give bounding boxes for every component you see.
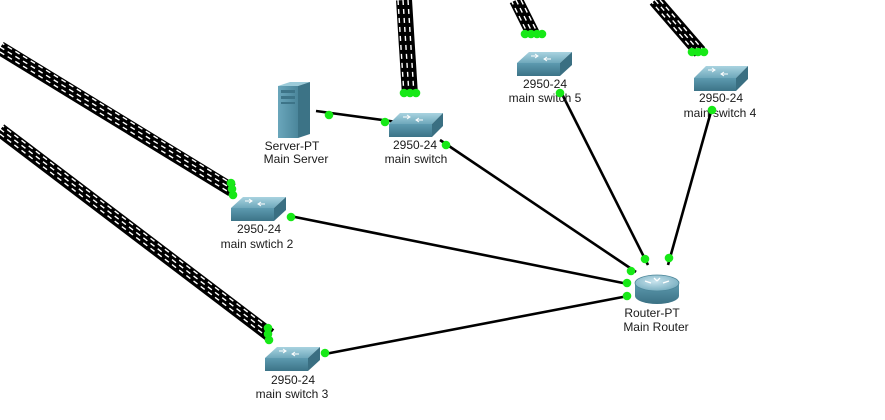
router-name-label: Main Router <box>623 320 688 334</box>
port-status-light <box>264 335 274 345</box>
port-status-light <box>526 29 536 39</box>
link-switch4-router <box>666 107 714 266</box>
switch-4-device[interactable]: 2950-24 main switch 4 <box>684 66 757 120</box>
server-device[interactable]: Server-PT Main Server <box>264 82 329 166</box>
server-model-label: Server-PT <box>265 139 320 153</box>
cable-bundle-top-left <box>0 41 236 196</box>
cable-bundle-main-switch <box>396 0 418 96</box>
switch-3-model-label: 2950-24 <box>271 373 315 387</box>
port-status-light <box>537 29 547 39</box>
switch-icon <box>694 66 748 91</box>
switch-5-device[interactable]: 2950-24 main switch 5 <box>509 52 582 105</box>
switch-2-model-label: 2950-24 <box>237 222 281 236</box>
switch-3-name-label: main switch 3 <box>256 387 329 401</box>
main-switch-device[interactable]: 2950-24 main switch <box>385 113 448 166</box>
port-status-light <box>411 88 421 98</box>
switch-2-name-label: main swtich 2 <box>221 237 294 251</box>
server-icon <box>278 82 310 138</box>
port-status-light <box>693 47 703 57</box>
switch-icon <box>389 113 443 137</box>
cable-bundle-switch-5 <box>509 0 540 38</box>
port-status-light <box>263 323 273 333</box>
port-status-light <box>687 47 697 57</box>
cable-bundle-left <box>0 123 275 341</box>
port-status-light <box>380 117 390 127</box>
port-status-light <box>707 105 717 115</box>
router-model-label: Router-PT <box>624 306 680 320</box>
port-status-indicators <box>226 29 717 358</box>
main-switch-name-label: main switch <box>385 152 448 166</box>
switch-3-device[interactable]: 2950-24 main switch 3 <box>256 347 329 401</box>
server-name-label: Main Server <box>264 152 329 166</box>
switch-icon <box>517 52 572 76</box>
port-status-light <box>324 110 334 120</box>
port-status-light <box>286 212 296 222</box>
port-status-light <box>622 291 632 301</box>
router-device[interactable]: Router-PT Main Router <box>623 274 689 334</box>
switch-icon <box>265 347 320 371</box>
port-status-light <box>626 266 636 276</box>
link-main-switch-router <box>439 138 637 274</box>
switch-5-name-label: main switch 5 <box>509 91 582 105</box>
port-status-light <box>699 47 709 57</box>
port-status-light <box>441 140 451 150</box>
link-switch5-router <box>558 89 650 266</box>
port-status-light <box>320 348 330 358</box>
port-status-light <box>405 88 415 98</box>
router-icon <box>634 274 680 304</box>
port-status-light <box>622 278 632 288</box>
switch-5-model-label: 2950-24 <box>523 77 567 91</box>
cable-bundle-switch-4 <box>649 0 706 57</box>
port-status-light <box>228 190 238 200</box>
port-status-light <box>555 88 565 98</box>
switch-4-model-label: 2950-24 <box>699 91 743 105</box>
link-switch2-router <box>289 214 629 286</box>
link-switch3-router <box>324 294 629 356</box>
port-status-light <box>640 254 650 264</box>
port-status-light <box>664 253 674 263</box>
switch-2-device[interactable]: 2950-24 main swtich 2 <box>221 197 294 251</box>
main-switch-model-label: 2950-24 <box>393 138 437 152</box>
switch-icon <box>231 197 286 221</box>
port-status-light <box>399 88 409 98</box>
port-status-light <box>520 29 530 39</box>
switch-4-name-label: main switch 4 <box>684 106 757 120</box>
